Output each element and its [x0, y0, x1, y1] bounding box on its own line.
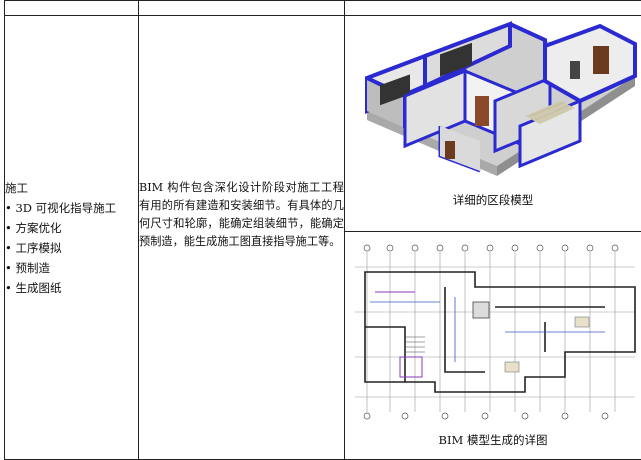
blank-cell [4, 0, 139, 16]
stage-item: 3D 可视化指导施工 [5, 198, 138, 218]
model-image-cell: 详细的区段模型 [344, 15, 641, 232]
floor-plan-drawing-icon [345, 232, 641, 459]
table-row: BIM 模型生成的详图 [5, 231, 641, 460]
stage-title: 施工 [5, 180, 28, 195]
stage-item: 生成图纸 [5, 278, 138, 298]
blank-cell [344, 0, 641, 16]
plan-image-cell: BIM 模型生成的详图 [344, 231, 641, 460]
table-row: 施工 3D 可视化指导施工 方案优化 工序模拟 预制造 生成图纸 BIM 构件包… [4, 15, 641, 460]
stage-item: 工序模拟 [5, 238, 138, 258]
3d-building-model-icon [365, 21, 637, 176]
stage-cell: 施工 3D 可视化指导施工 方案优化 工序模拟 预制造 生成图纸 [4, 15, 139, 460]
table-header-strip [4, 0, 641, 16]
model-caption: 详细的区段模型 [452, 193, 534, 207]
description-text: BIM 构件包含深化设计阶段对施工工程有用的所有建造和安装细节。有具体的几何尺寸… [139, 181, 344, 248]
stage-item: 预制造 [5, 258, 138, 278]
bim-table: 施工 3D 可视化指导施工 方案优化 工序模拟 预制造 生成图纸 BIM 构件包… [4, 0, 641, 460]
plan-caption: BIM 模型生成的详图 [438, 433, 548, 447]
description-cell: BIM 构件包含深化设计阶段对施工工程有用的所有建造和安装细节。有具体的几何尺寸… [138, 15, 345, 460]
blank-cell [138, 0, 345, 16]
stage-item: 方案优化 [5, 218, 138, 238]
